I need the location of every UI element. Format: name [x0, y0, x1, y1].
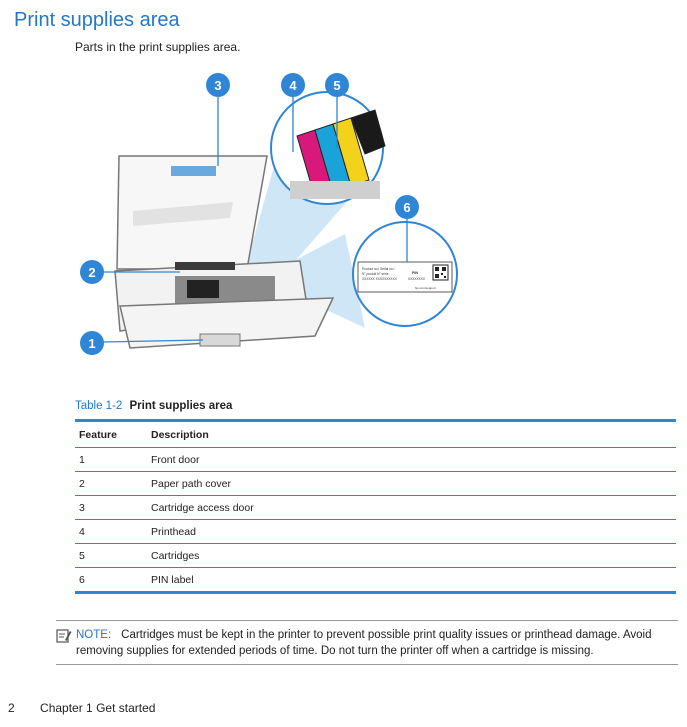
- svg-text:5: 5: [333, 78, 340, 93]
- page-footer: 2 Chapter 1 Get started: [8, 701, 155, 715]
- feature-cell: 5: [75, 543, 147, 568]
- cartridge-access-door: [171, 166, 216, 176]
- feature-cell: 1: [75, 447, 147, 472]
- svg-text:3: 3: [214, 78, 221, 93]
- note-label: NOTE:: [76, 629, 112, 641]
- note-text: Cartridges must be kept in the printer t…: [76, 629, 652, 657]
- svg-text:1: 1: [88, 336, 95, 351]
- pin-label-url: hp.com/support: [415, 286, 436, 290]
- printer-carriage: [187, 280, 219, 298]
- cartridge-set: [290, 109, 386, 199]
- callout-1: 1: [80, 331, 104, 355]
- pin-label-pin: PIN: [412, 271, 418, 275]
- paper-path-cover: [175, 262, 235, 270]
- chapter-title: Chapter 1 Get started: [40, 701, 156, 715]
- zoom-beam-lower: [265, 234, 365, 328]
- page-number: 2: [8, 701, 15, 715]
- black-cartridge: [350, 109, 386, 155]
- description-cell: Cartridges: [147, 543, 676, 568]
- feature-cell: 4: [75, 519, 147, 544]
- output-tray: [199, 333, 241, 347]
- callout-3: 3: [206, 73, 230, 97]
- callout-6: 6: [395, 195, 419, 219]
- printer-illustration: Product no./ Serial no./ N° produit N° s…: [80, 73, 458, 355]
- svg-text:2: 2: [88, 265, 95, 280]
- note-pencil-icon: [56, 629, 72, 643]
- description-cell: Front door: [147, 447, 676, 472]
- yellow-cartridge: [332, 117, 370, 187]
- printhead: [290, 181, 380, 199]
- callout-4: 4: [281, 73, 305, 97]
- description-cell: PIN label: [147, 567, 676, 594]
- front-door: [119, 297, 335, 349]
- feature-cell: 6: [75, 567, 147, 594]
- table-caption: Table 1-2 Print supplies area: [75, 400, 232, 412]
- feature-cell: 2: [75, 471, 147, 496]
- svg-text:6: 6: [403, 200, 410, 215]
- table-header-row: Feature Description: [75, 419, 676, 448]
- callout-5: 5: [325, 73, 349, 97]
- pin-label-line1: Product no./ Serial no./: [362, 267, 395, 271]
- feature-cell: 3: [75, 495, 147, 520]
- description-cell: Cartridge access door: [147, 495, 676, 520]
- pin-label-line3: XXXXXX XXXXXXXXXX: [362, 277, 398, 281]
- pin-label-pin-value: XXXXXXXX: [408, 277, 426, 281]
- table-caption-number: Table 1-2: [75, 400, 123, 412]
- lid-slot: [133, 202, 233, 226]
- svg-text:4: 4: [289, 78, 297, 93]
- header-feature: Feature: [75, 419, 147, 448]
- description-cell: Printhead: [147, 519, 676, 544]
- callout-2: 2: [80, 260, 104, 284]
- note-box: NOTE:Cartridges must be kept in the prin…: [56, 620, 678, 665]
- header-description: Description: [147, 419, 676, 448]
- page-title: Print supplies area: [14, 9, 180, 31]
- callout-1-leader: [102, 339, 204, 343]
- pin-label-line2: N° produit N° série: [362, 272, 389, 276]
- description-cell: Paper path cover: [147, 471, 676, 496]
- intro-text: Parts in the print supplies area.: [75, 40, 241, 54]
- table-caption-title: Print supplies area: [129, 400, 233, 412]
